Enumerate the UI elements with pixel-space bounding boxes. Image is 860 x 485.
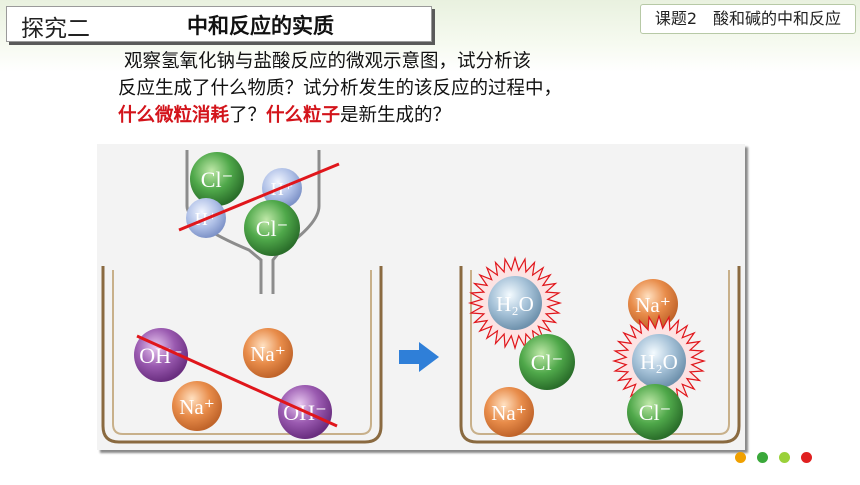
section-label: 探究二: [21, 16, 90, 42]
particle-cl-3: Cl⁻: [519, 334, 575, 390]
particle-na-1: Na⁺: [243, 328, 293, 378]
particle-label: Na⁺: [179, 395, 215, 419]
strike-line-dropper: [178, 162, 340, 232]
right-beaker: [459, 266, 741, 444]
reaction-diagram-svg: Cl⁻ H⁺ H⁺ Cl⁻ OH⁻ Na⁺ Na⁺ OH⁻: [101, 150, 741, 444]
particle-na-4: Na⁺: [484, 387, 534, 437]
particle-water-1: H₂O: [467, 255, 563, 351]
particle-label: Cl⁻: [639, 400, 671, 425]
nav-dot-4: [801, 452, 812, 463]
reaction-arrow: [399, 342, 439, 372]
question-line-1: 观察氢氧化钠与盐酸反应的微观示意图，试分析该: [124, 51, 532, 72]
lesson-label: 课题2 酸和碱的中和反应: [639, 4, 856, 34]
particle-label: Na⁺: [491, 401, 527, 425]
particle-label: Cl⁻: [201, 167, 233, 192]
left-beaker: [101, 266, 383, 444]
section-title-box: 探究二 中和反应的实质: [6, 6, 432, 42]
question-text-end: 是新生成的？: [340, 105, 452, 126]
question-line-3: 什么微粒消耗了？什么粒子是新生成的？: [118, 102, 758, 129]
nav-dot-3: [779, 452, 790, 463]
question-text: 观察氢氧化钠与盐酸反应的微观示意图，试分析该 反应生成了什么物质？试分析发生的该…: [118, 48, 758, 129]
particle-cl-2: Cl⁻: [244, 200, 300, 256]
question-highlight-consumed: 什么微粒消耗: [118, 105, 230, 126]
strike-line-beaker: [136, 334, 338, 428]
question-highlight-new: 什么粒子: [266, 105, 341, 126]
particle-label: Cl⁻: [256, 216, 288, 241]
nav-dot-1: [735, 452, 746, 463]
nav-dot-2: [757, 452, 768, 463]
particle-label: H₂O: [496, 292, 534, 316]
particle-label: Na⁺: [635, 293, 671, 317]
question-line-2: 反应生成了什么物质？试分析发生的该反应的过程中，: [118, 78, 563, 99]
particle-label: H₂O: [640, 350, 678, 374]
particle-na-3: Na⁺: [628, 279, 678, 329]
particle-na-2: Na⁺: [172, 381, 222, 431]
particle-label: Na⁺: [250, 342, 286, 366]
question-text-mid: 了？: [229, 105, 267, 126]
reaction-diagram: Cl⁻ H⁺ H⁺ Cl⁻ OH⁻ Na⁺ Na⁺ OH⁻: [97, 144, 745, 450]
section-title: 中和反应的实质: [187, 14, 334, 38]
particle-cl-4: Cl⁻: [627, 384, 683, 440]
particle-water-2: H₂O: [611, 313, 707, 409]
particle-cl-1: Cl⁻: [190, 152, 244, 206]
particle-label: Cl⁻: [531, 350, 563, 375]
